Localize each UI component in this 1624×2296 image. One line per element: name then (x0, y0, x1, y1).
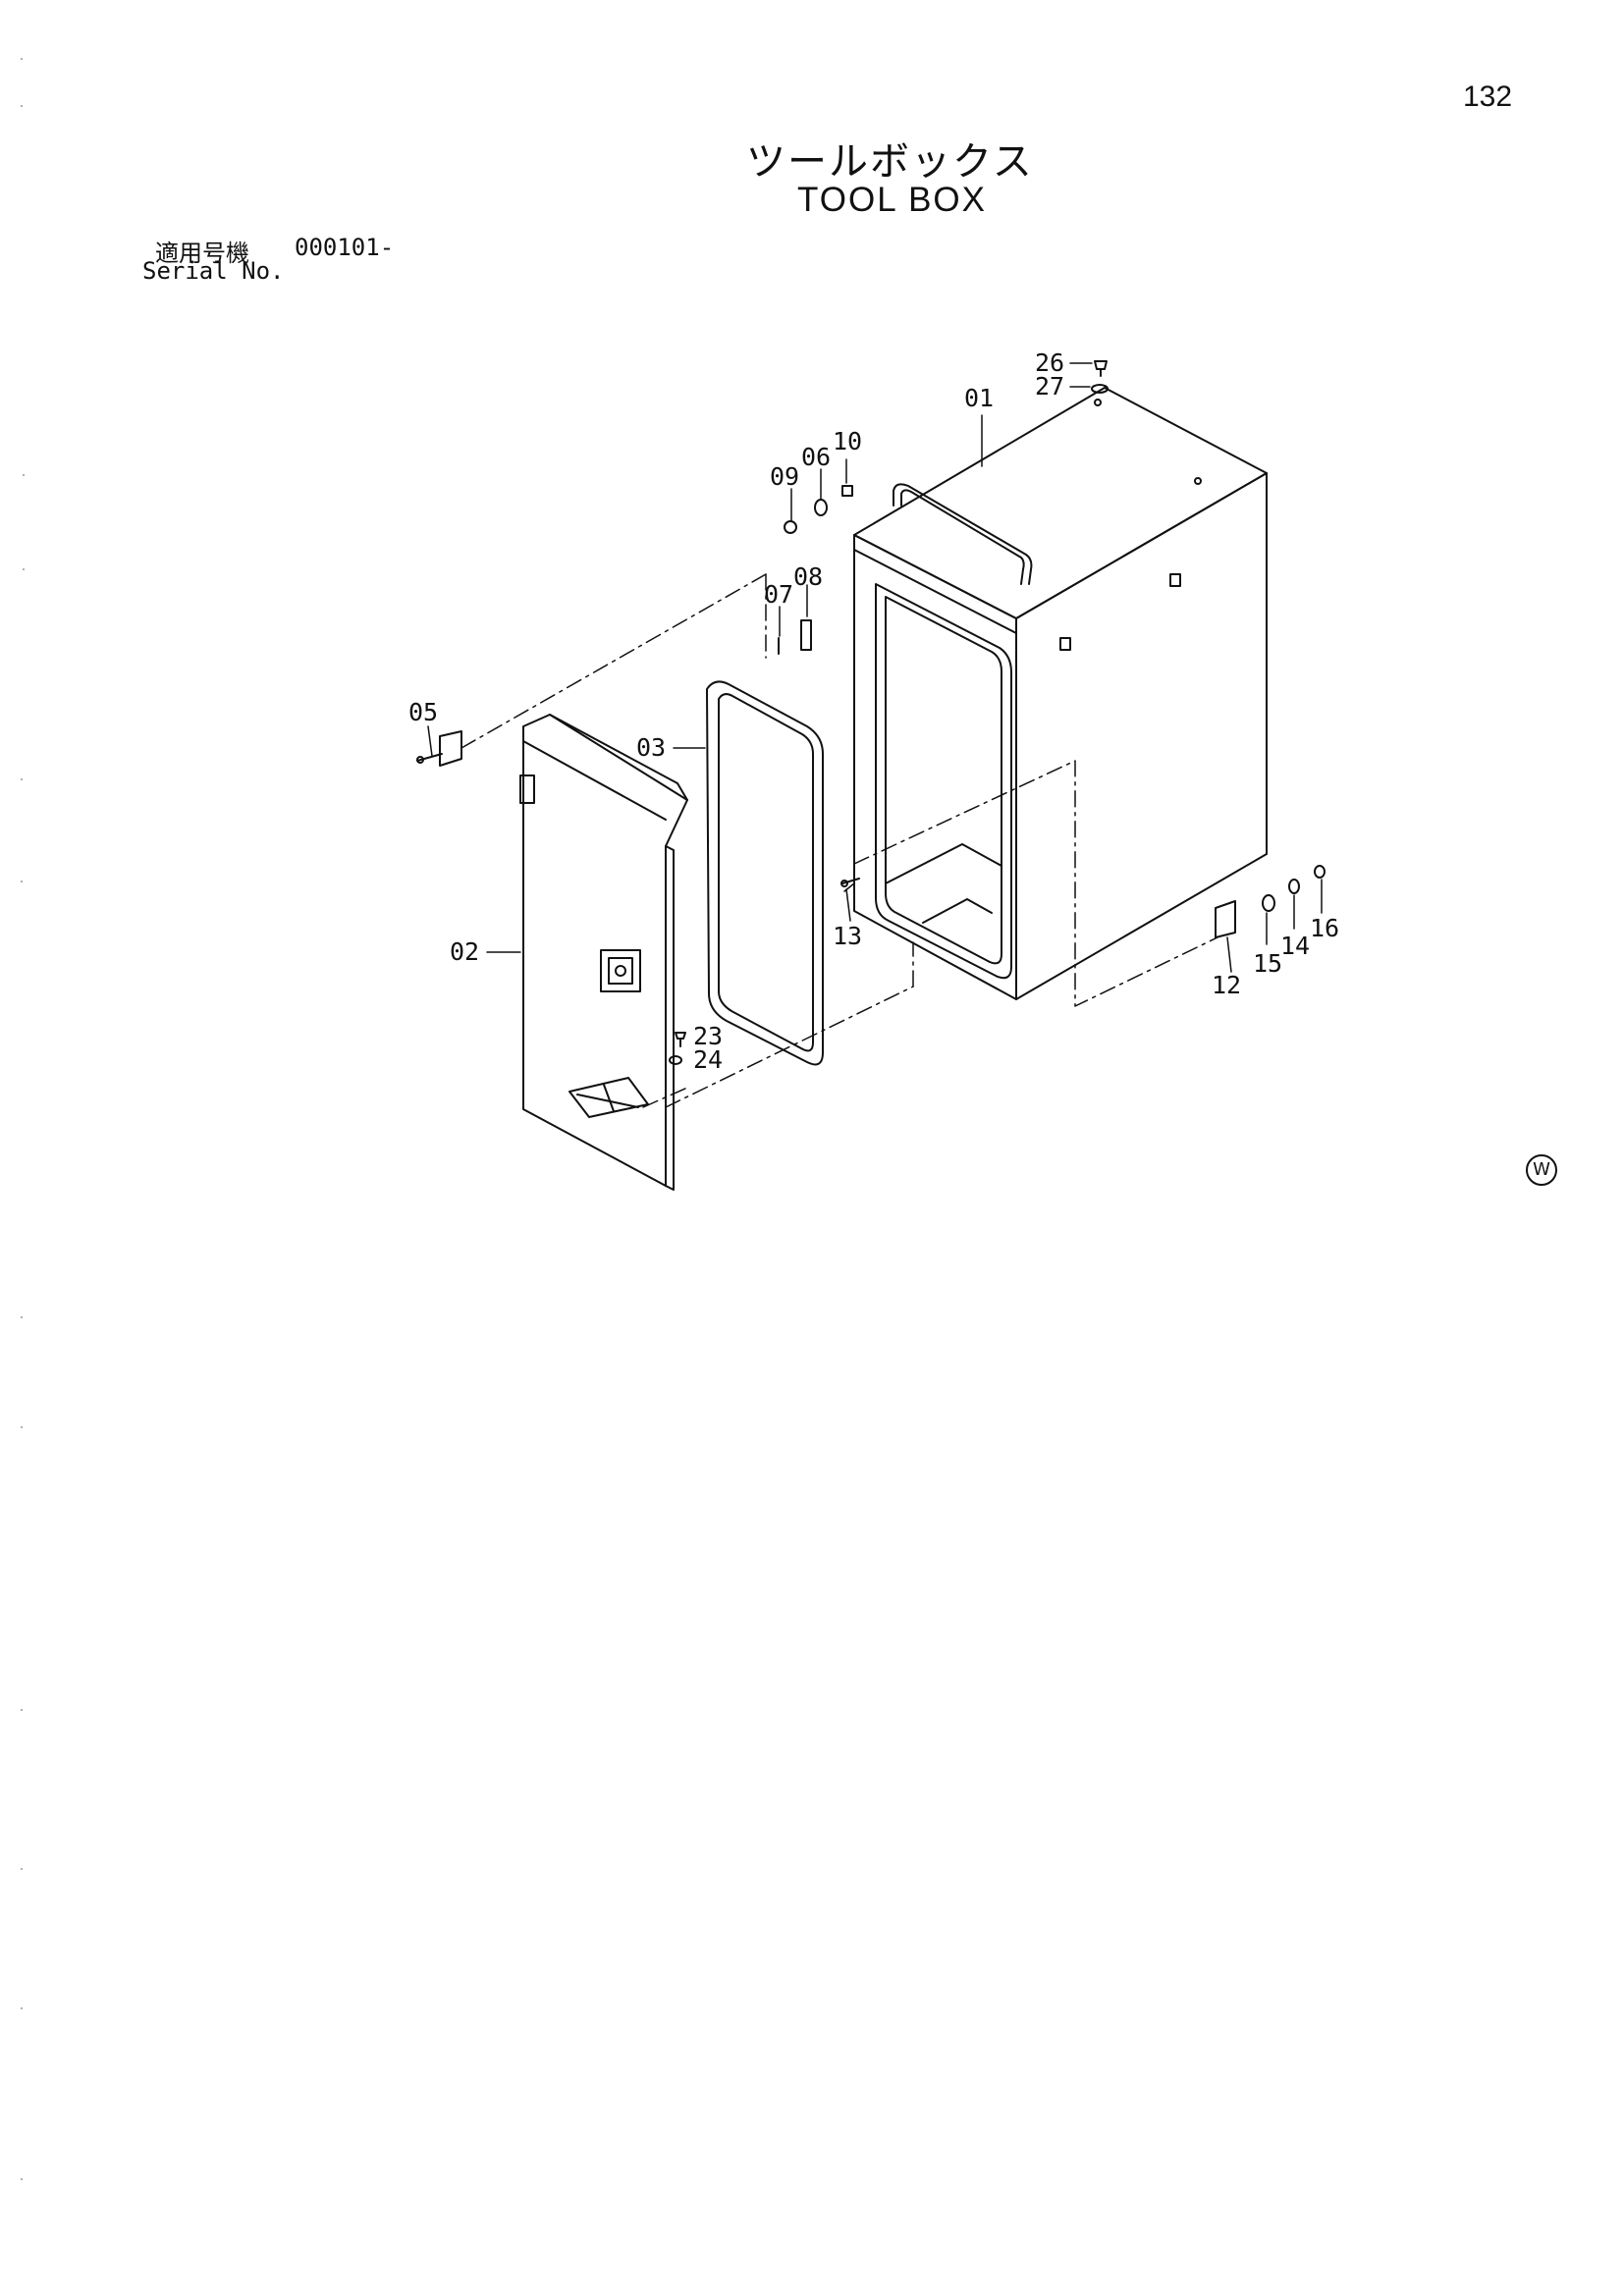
callout-07: 07 (764, 580, 793, 609)
callout-05: 05 (408, 698, 438, 726)
leader-lines (427, 362, 1323, 973)
callout-23: 23 (693, 1022, 723, 1050)
serial-label-japanese: 適用号機 (155, 240, 249, 267)
callout-15: 15 (1253, 949, 1282, 978)
revision-w-mark: W (1526, 1154, 1557, 1186)
toolbox-door (519, 714, 688, 1191)
toolbox-body (853, 387, 1268, 1000)
serial-label-english: Serial No. (142, 257, 285, 285)
title-english: TOOL BOX (797, 181, 987, 219)
callout-24: 24 (693, 1045, 723, 1074)
alignment-lines (460, 573, 1218, 1108)
callout-09: 09 (770, 462, 799, 491)
page-number: 132 (1463, 80, 1513, 113)
serial-number-value: 000101- (295, 234, 395, 261)
callout-26: 26 (1035, 348, 1064, 377)
callout-13: 13 (833, 922, 862, 950)
callout-01: 01 (964, 384, 994, 412)
door-seal (706, 680, 824, 1066)
scan-specks (21, 58, 25, 2180)
title-japanese: ツールボックス (746, 139, 1034, 185)
callout-14: 14 (1280, 932, 1310, 960)
callout-06: 06 (801, 443, 831, 471)
callout-10: 10 (833, 427, 862, 455)
callout-16: 16 (1310, 914, 1339, 942)
callout-27: 27 (1035, 372, 1064, 400)
callout-12: 12 (1212, 971, 1241, 999)
callout-02: 02 (450, 937, 479, 966)
callout-08: 08 (793, 562, 823, 591)
callout-labels: 01 02 03 05 06 07 08 09 10 12 13 14 15 1… (408, 348, 1339, 1074)
callout-03: 03 (636, 733, 666, 762)
hardware-parts (416, 360, 1326, 1065)
